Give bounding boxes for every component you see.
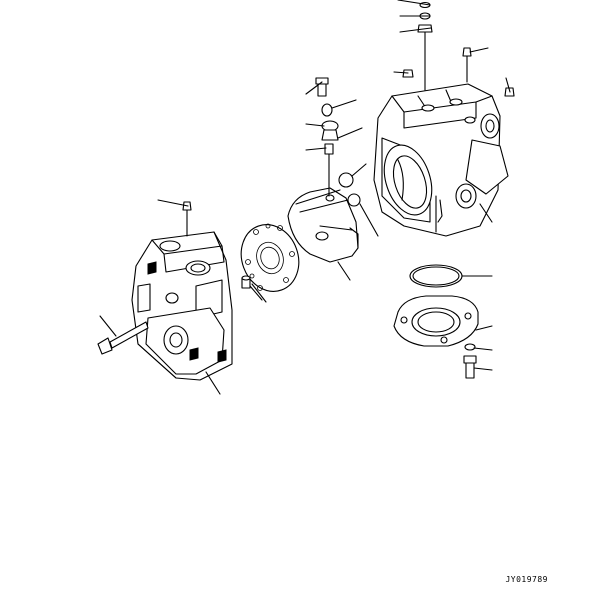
o-ring [410, 265, 462, 287]
mounting-bolt [98, 322, 148, 354]
leader-lines [100, 0, 510, 394]
swash-plate [288, 188, 358, 262]
washer-and-bolt [464, 344, 476, 378]
valve-plate [232, 216, 308, 299]
swash-fittings [316, 78, 360, 206]
dowel-pin [242, 276, 262, 300]
adapter-plate [394, 296, 478, 346]
main-housing [374, 84, 508, 236]
drawing-code-label: JY019789 [505, 575, 548, 584]
end-cover-block [132, 232, 232, 380]
housing-top-fittings [403, 3, 514, 97]
top-plug-left [183, 202, 191, 236]
